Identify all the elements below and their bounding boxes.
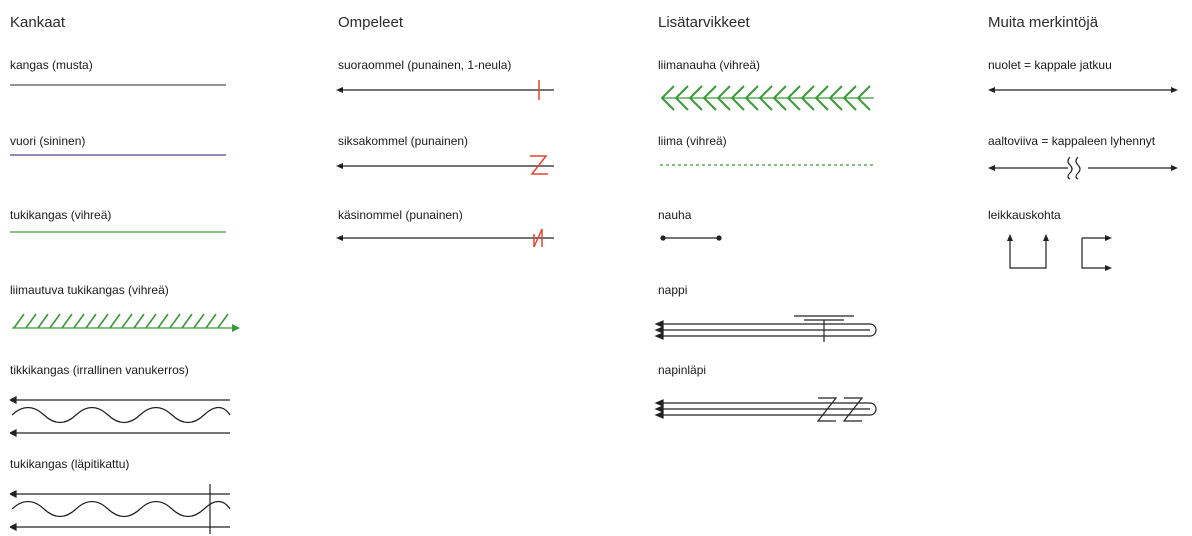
seam-label-hand: käsinommel (punainen)	[338, 208, 463, 222]
other-heading: Muita merkintöjä	[988, 14, 1099, 31]
notion-label-fusible-tape: liimanauha (vihreä)	[658, 58, 761, 72]
other-label-arrows: nuolet = kappale jatkuu	[988, 58, 1112, 72]
hand-stitch-symbol	[336, 228, 554, 248]
other-label-cut: leikkauskohta	[988, 208, 1061, 222]
glue-line-symbol	[660, 164, 874, 166]
fabric-label-lining: vuori (sininen)	[10, 134, 86, 148]
zigzag-stitch-symbol	[336, 155, 554, 175]
fabric-label-interfacing: tukikangas (vihreä)	[10, 208, 112, 222]
fabric-label-quilted-through: tukikangas (läpitikattu)	[10, 457, 130, 471]
shortened-piece-symbol	[988, 156, 1178, 180]
tape-symbol	[660, 235, 722, 241]
fabric-label-fabric: kangas (musta)	[10, 58, 93, 72]
fabrics-heading: Kankaat	[10, 14, 66, 31]
seam-label-straight: suoraommel (punainen, 1-neula)	[338, 58, 512, 72]
continuation-arrow-symbol	[988, 87, 1178, 93]
notions-heading: Lisätarvikkeet	[658, 14, 750, 31]
notion-label-buttonhole: napinläpi	[658, 363, 707, 377]
fusible-tape-symbol	[660, 85, 874, 111]
notion-label-button: nappi	[658, 283, 688, 297]
lining-line-symbol	[10, 154, 226, 156]
straight-stitch-symbol	[336, 80, 554, 100]
quilted-through-symbol	[9, 484, 231, 534]
other-label-wave: aaltoviiva = kappaleen lyhennyt	[988, 134, 1156, 148]
fabric-label-quilted: tikkikangas (irrallinen vanukerros)	[10, 363, 189, 377]
interfacing-line-symbol	[10, 231, 226, 233]
notion-label-tape: nauha	[658, 208, 692, 222]
button-symbol	[654, 315, 877, 342]
fabric-line-symbol	[10, 84, 226, 86]
notion-label-glue: liima (vihreä)	[658, 134, 727, 148]
cut-point-symbol	[1007, 234, 1112, 271]
seams-heading: Ompeleet	[338, 14, 404, 31]
seam-label-zigzag: siksakommel (punainen)	[338, 134, 469, 148]
fabric-label-fusible-interfacing: liimautuva tukikangas (vihreä)	[10, 283, 169, 297]
fusible-interfacing-symbol	[12, 313, 240, 332]
buttonhole-symbol	[654, 397, 877, 422]
quilted-fabric-symbol	[9, 396, 231, 437]
